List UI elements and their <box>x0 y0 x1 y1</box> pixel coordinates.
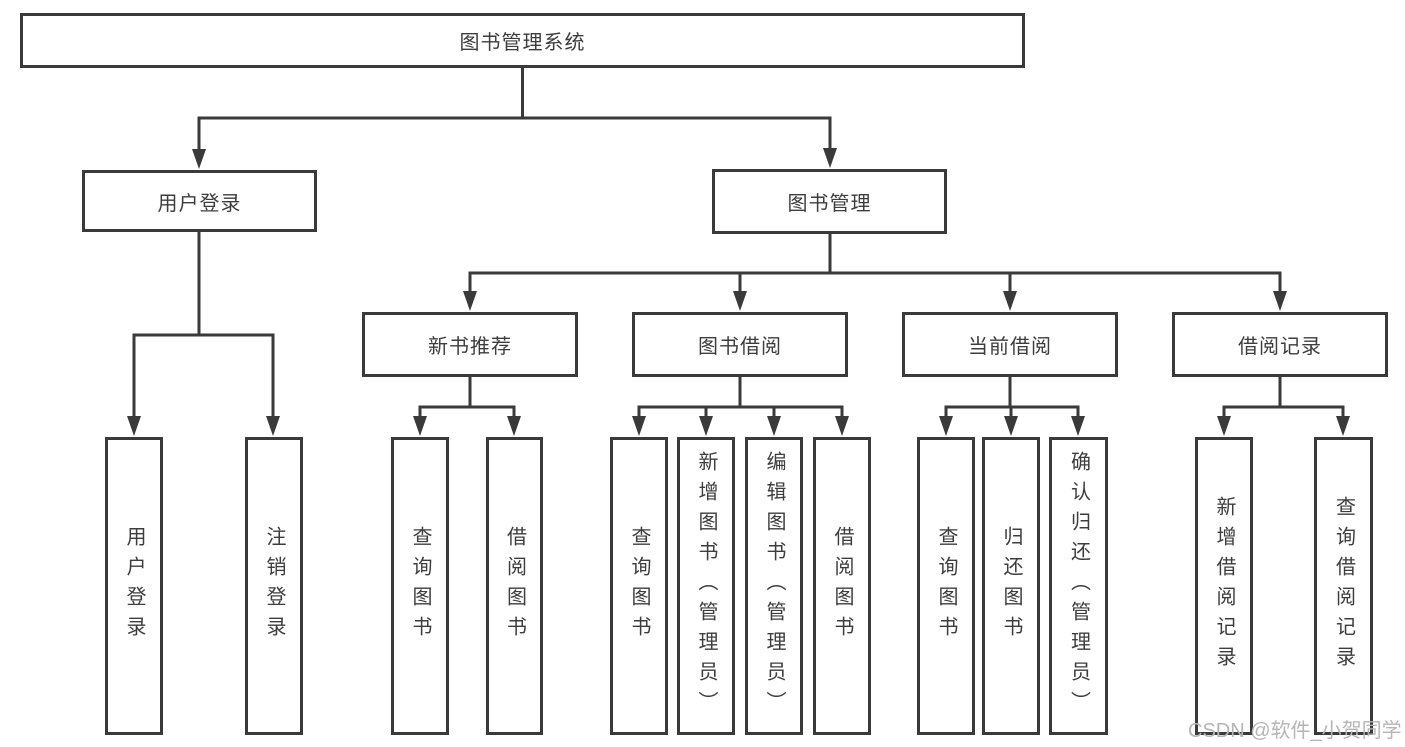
node-borrowing-records-label: 借阅记录 <box>1238 336 1322 358</box>
leaf-query-books-borrowing: 查询图书 <box>610 437 668 735</box>
node-new-book-recommend: 新书推荐 <box>362 312 578 377</box>
leaf-borrow-books-recommend-label: 借阅图书 <box>503 526 526 646</box>
leaf-query-borrow-record: 查询借阅记录 <box>1314 437 1373 735</box>
leaf-query-books-current: 查询图书 <box>917 437 975 735</box>
leaf-query-books-borrowing-label: 查询图书 <box>628 526 650 646</box>
leaf-query-books-current-label: 查询图书 <box>935 526 957 646</box>
node-user-login-branch: 用户登录 <box>82 170 317 232</box>
node-user-login-label: 用户登录 <box>157 192 242 215</box>
leaf-return-book-label: 归还图书 <box>1000 526 1022 646</box>
leaf-confirm-return-admin-label: 确认归还（管理员） <box>1067 451 1090 721</box>
leaf-add-book-admin-label: 新增图书（管理员） <box>695 451 717 721</box>
node-book-borrowing: 图书借阅 <box>632 312 848 377</box>
leaf-user-login: 用户登录 <box>105 437 163 735</box>
leaf-return-book: 归还图书 <box>982 437 1040 735</box>
csdn-watermark: CSDN @软件_小贺同学 <box>1188 720 1402 742</box>
node-current-borrowing-label: 当前借阅 <box>968 336 1052 358</box>
leaf-add-borrow-record-label: 新增借阅记录 <box>1213 496 1235 676</box>
leaf-add-book-admin: 新增图书（管理员） <box>677 437 735 735</box>
node-book-borrowing-label: 图书借阅 <box>698 336 782 358</box>
leaf-query-borrow-record-label: 查询借阅记录 <box>1332 496 1355 676</box>
leaf-logout-label: 注销登录 <box>263 526 285 646</box>
node-borrowing-records: 借阅记录 <box>1172 312 1388 377</box>
node-root-label: 图书管理系统 <box>459 32 586 54</box>
leaf-edit-book-admin-label: 编辑图书（管理员） <box>763 451 785 721</box>
leaf-logout: 注销登录 <box>245 437 303 735</box>
leaf-edit-book-admin: 编辑图书（管理员） <box>745 437 803 735</box>
node-current-borrowing: 当前借阅 <box>902 312 1118 377</box>
node-book-management-branch: 图书管理 <box>712 169 947 234</box>
leaf-borrow-books-recommend: 借阅图书 <box>486 437 543 735</box>
leaf-add-borrow-record: 新增借阅记录 <box>1195 437 1253 735</box>
leaf-confirm-return-admin: 确认归还（管理员） <box>1049 437 1108 735</box>
node-new-book-recommend-label: 新书推荐 <box>428 336 512 358</box>
node-book-management-label: 图书管理 <box>787 193 872 215</box>
leaf-query-books-recommend: 查询图书 <box>391 437 449 735</box>
leaf-query-books-recommend-label: 查询图书 <box>409 526 431 646</box>
arrowhead-icons <box>127 148 1350 436</box>
leaf-borrow-books-borrowing: 借阅图书 <box>813 437 871 735</box>
leaf-user-login-label: 用户登录 <box>123 526 145 646</box>
leaf-borrow-books-borrowing-label: 借阅图书 <box>831 526 853 646</box>
node-root: 图书管理系统 <box>20 13 1025 68</box>
